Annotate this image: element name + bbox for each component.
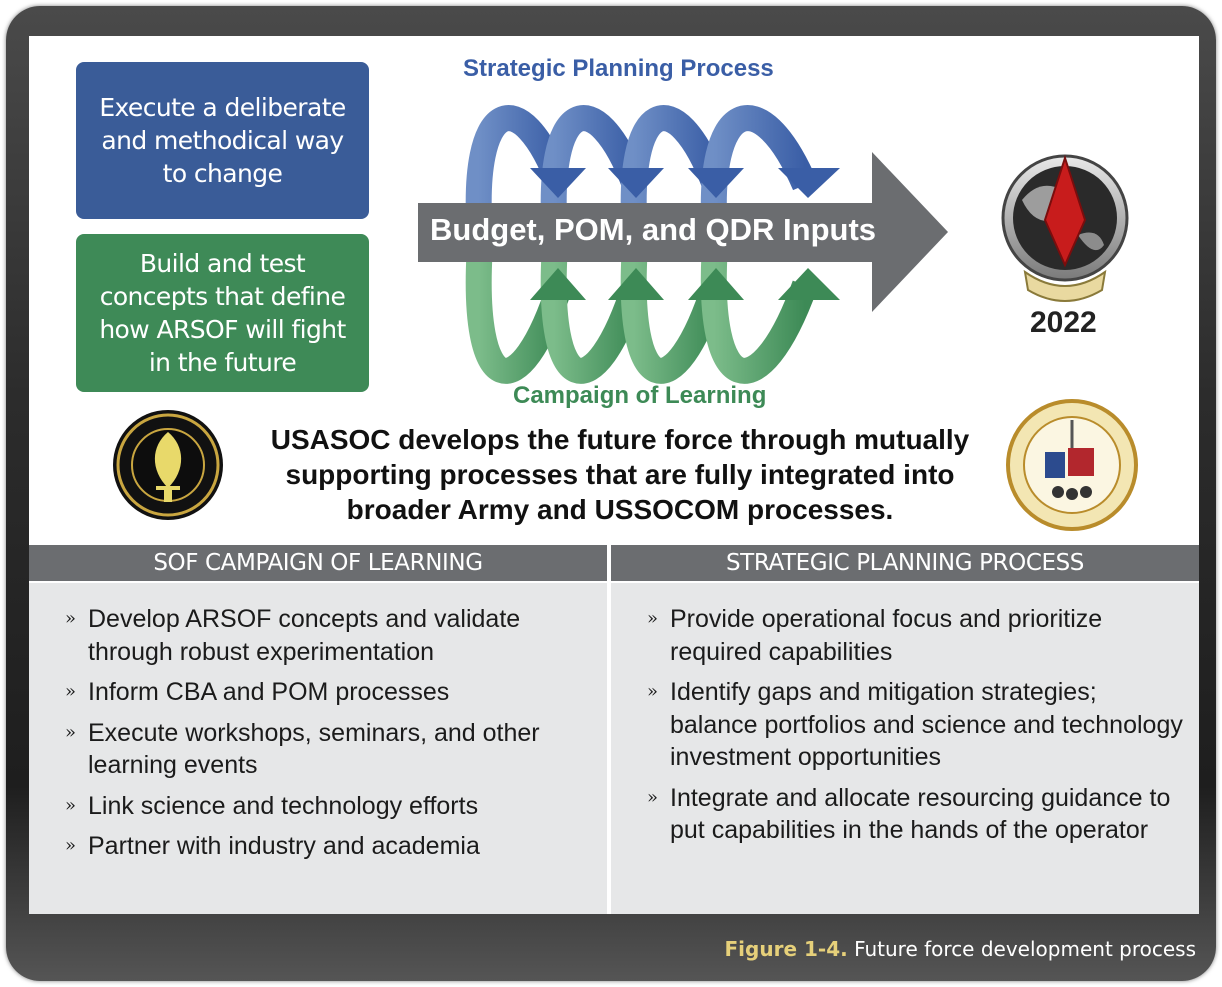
left-bullet-item: » Develop ARSOF concepts and validate thr… [65, 603, 595, 668]
left-bullet-item-text: Partner with industry and academia [88, 832, 480, 860]
right-bullet-item-text: Identify gaps and mitigation strategies;… [670, 678, 1183, 771]
left-bullet-item: » Inform CBA and POM processes [65, 676, 595, 709]
strategic-planning-label: Strategic Planning Process [463, 55, 774, 82]
figure-number: Figure 1-4. [724, 937, 848, 961]
right-bullet-item-text: Integrate and allocate resourcing guidan… [670, 783, 1171, 845]
bullet-chevron-icon: » [65, 794, 77, 816]
learning-box: Build and test concepts that define how … [76, 234, 369, 392]
left-bullet-item: » Link science and technology efforts [65, 790, 595, 823]
learning-box-text: Build and test concepts that define how … [99, 249, 346, 377]
strategic-box-text: Execute a deliberate and methodical way … [99, 93, 346, 188]
budget-arrow-label: Budget, POM, and QDR Inputs [430, 212, 877, 247]
mission-statement: USASOC develops the future force through… [270, 424, 970, 525]
budget-arrow [418, 152, 948, 312]
right-column: » Provide operational focus and prioritiz… [611, 583, 1199, 914]
bullet-chevron-icon: » [65, 721, 77, 743]
ussocom-seal-icon [113, 410, 223, 520]
strategic-box: Execute a deliberate and methodical way … [76, 62, 369, 219]
left-column-header: SOF CAMPAIGN OF LEARNING [29, 545, 607, 581]
strategic-loops [465, 105, 840, 236]
left-bullet-item-text: Link science and technology efforts [88, 791, 479, 820]
department-of-the-army-seal-icon [1006, 399, 1138, 531]
bullet-chevron-icon: » [647, 786, 659, 808]
usasoc-emblem-icon [1001, 154, 1129, 302]
left-bullet-list: » Develop ARSOF concepts and validate thr… [65, 603, 595, 871]
left-bullet-item-text: Develop ARSOF concepts and validate thro… [88, 605, 521, 666]
learning-loops [465, 244, 840, 384]
bullet-chevron-icon: » [65, 608, 77, 629]
right-bullet-item-text: Provide operational focus and prioritize… [670, 605, 1103, 666]
bullet-chevron-icon: » [647, 681, 659, 702]
left-bullet-item-text: Inform CBA and POM processes [88, 678, 450, 706]
right-bullet-list: » Provide operational focus and prioritiz… [647, 603, 1187, 855]
left-column: » Develop ARSOF concepts and validate thr… [29, 583, 607, 914]
campaign-label: Campaign of Learning [513, 382, 767, 409]
bullet-chevron-icon: » [647, 608, 659, 629]
right-bullet-item: » Integrate and allocate resourcing guida… [647, 782, 1187, 847]
figure-title: Future force development process [854, 937, 1196, 961]
left-bullet-item: » Partner with industry and academia [65, 830, 595, 863]
left-bullet-item: » Execute workshops, seminars, and other … [65, 717, 595, 782]
bullet-chevron-icon: » [65, 681, 77, 702]
right-bullet-item: » Provide operational focus and prioritiz… [647, 603, 1187, 668]
right-column-header: STRATEGIC PLANNING PROCESS [611, 545, 1199, 581]
target-year: 2022 [1030, 306, 1097, 339]
right-bullet-item: » Identify gaps and mitigation strategies… [647, 676, 1187, 774]
bullet-chevron-icon: » [65, 835, 77, 856]
left-bullet-item-text: Execute workshops, seminars, and other l… [88, 718, 540, 780]
figure-caption: Figure 1-4. Future force development pro… [725, 937, 1196, 961]
